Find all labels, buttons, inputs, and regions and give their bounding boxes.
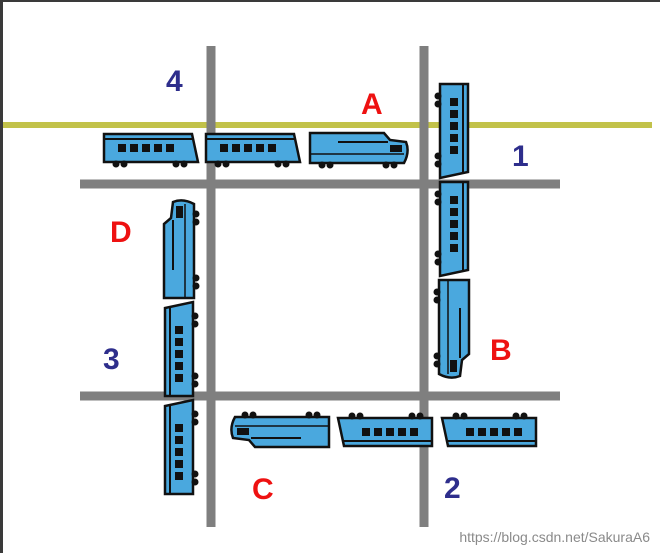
train-c-locomotive: [230, 410, 331, 449]
train-d-locomotive: [162, 199, 201, 300]
quadrant-label-2: 2: [444, 472, 461, 505]
top-border: [0, 0, 660, 2]
train-a-locomotive: [308, 131, 409, 170]
train-d-car-1: [163, 398, 200, 496]
train-b-locomotive: [432, 278, 471, 379]
train-b-car-2: [433, 180, 470, 278]
watermark: https://blog.csdn.net/SakuraA6: [459, 529, 650, 545]
left-border: [0, 0, 3, 553]
train-label-d: D: [110, 216, 132, 249]
train-a-car-2: [204, 132, 302, 169]
train-c-car-2: [336, 411, 434, 448]
train-d-car-2: [163, 300, 200, 398]
quadrant-label-1: 1: [512, 140, 529, 173]
train-a-car-1: [102, 132, 200, 169]
quadrant-label-4: 4: [166, 65, 183, 98]
train-label-b: B: [490, 334, 512, 367]
train-b-car-1: [433, 82, 470, 180]
train-c-car-1: [440, 411, 538, 448]
train-label-c: C: [252, 473, 274, 506]
train-label-a: A: [361, 88, 383, 121]
quadrant-label-3: 3: [103, 343, 120, 376]
